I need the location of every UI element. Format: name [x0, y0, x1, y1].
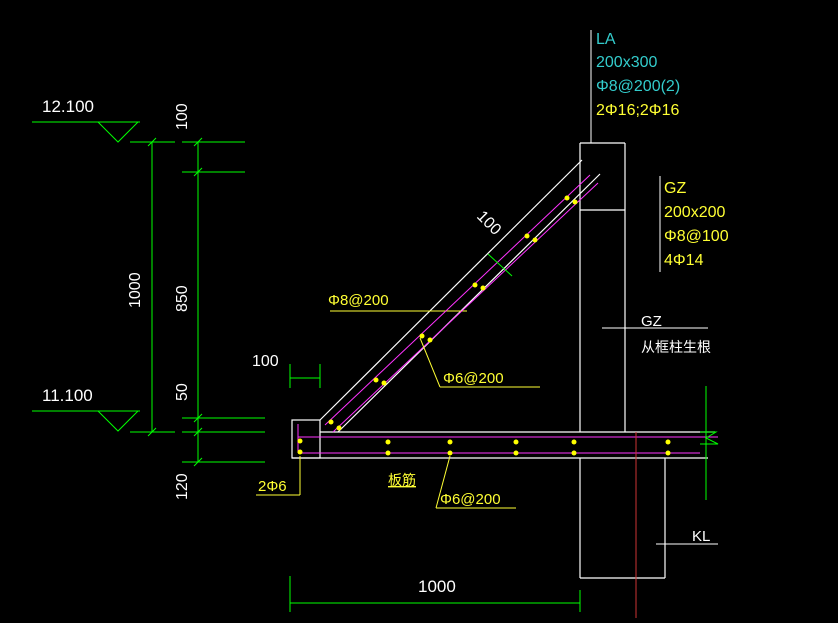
GZ-top-stirrup: Φ8@100 [664, 228, 729, 245]
dim-diag-text: 100 [473, 208, 504, 239]
dim-1000-bottom-text: 1000 [418, 577, 456, 596]
LA-name: LA [596, 31, 616, 48]
elev-bottom-text: 11.100 [42, 386, 93, 405]
elev-bottom-triangle [97, 410, 139, 432]
dim-120-text: 120 [174, 473, 191, 500]
dim-850-text: 850 [174, 285, 191, 312]
dim-50-text: 50 [174, 383, 191, 401]
dimension-lines [32, 121, 719, 612]
slab-end-block [291, 419, 321, 459]
KL-name: KL [692, 528, 710, 545]
elev-top-text: 12.100 [42, 97, 94, 116]
GZ-top-name: GZ [664, 180, 686, 197]
GZ-mid-note: 从框柱生根 [641, 339, 711, 355]
rebar-dots [297, 195, 671, 456]
diag-stirrup-label: Φ8@200 [328, 292, 389, 309]
slab-bars-label: 板筋 [388, 472, 416, 488]
GZ-top-bars: 4Φ14 [664, 252, 704, 269]
diag-beam-upper-edge [337, 173, 601, 433]
LA-bars: 2Φ16;2Φ16 [596, 102, 679, 119]
GZ-top-size: 200x200 [664, 204, 725, 221]
diag-dist-label: Φ6@200 [443, 370, 504, 387]
end-bars-label: 2Φ6 [258, 478, 287, 495]
diag-rebar-2 [332, 182, 599, 433]
break-symbol [700, 431, 719, 445]
dim-diag-100 [487, 253, 513, 277]
rebar-lines [297, 174, 718, 618]
diag-rebar-1 [324, 174, 591, 426]
elev-top-triangle [97, 121, 139, 143]
dim-1000-text: 1000 [127, 272, 144, 308]
slab-dist-label: Φ6@200 [440, 491, 501, 508]
dim-top-text: 100 [174, 103, 191, 130]
GZ-mid-name: GZ [641, 313, 662, 330]
LA-size: 200x300 [596, 54, 657, 71]
diag-beam-lower-edge [319, 159, 583, 421]
LA-stirrup: Φ8@200(2) [596, 78, 680, 95]
concrete-outlines [291, 142, 715, 579]
dim-100-left-text: 100 [252, 353, 279, 370]
leader-lines [256, 30, 718, 545]
